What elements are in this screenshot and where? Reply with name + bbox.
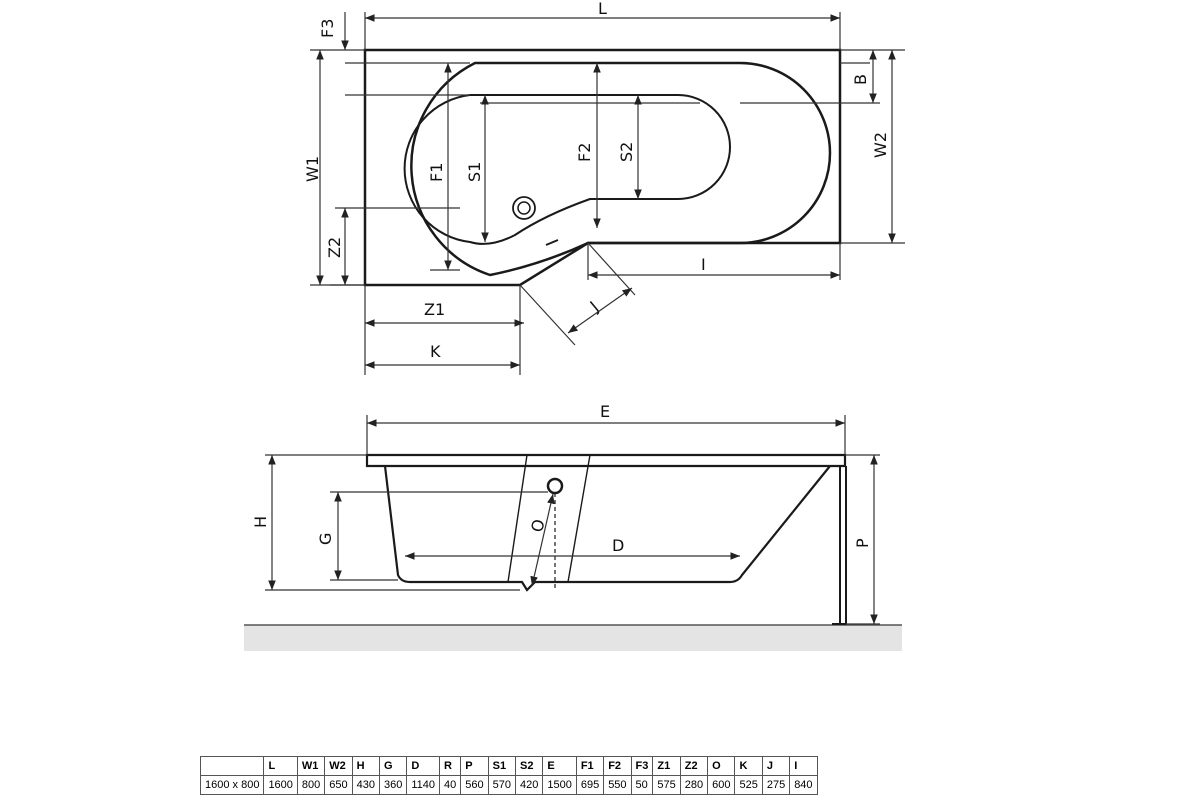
elevation-dimensions — [265, 415, 880, 625]
spec-header-cell: H — [351, 756, 381, 776]
plan-drain-inner — [517, 201, 531, 215]
spec-cell: 560 — [460, 775, 489, 795]
spec-cell: 50 — [630, 775, 654, 795]
spec-header-cell: P — [460, 756, 489, 776]
spec-header-cell: S1 — [487, 756, 516, 776]
spec-header-cell: R — [439, 756, 462, 776]
label-S1: S1 — [465, 162, 484, 182]
label-Z1: Z1 — [424, 300, 445, 319]
label-F3: F3 — [318, 19, 337, 38]
elevation-dimension-labels: E H G O D P — [251, 402, 872, 555]
label-Z2: Z2 — [325, 237, 344, 258]
label-W2: W2 — [871, 132, 890, 158]
elevation-overflow-circle — [546, 477, 564, 495]
dim-line-O — [530, 493, 555, 587]
elevation-rim — [365, 453, 847, 468]
spec-header-cell: F3 — [630, 756, 654, 776]
spec-cell: 550 — [603, 775, 632, 795]
spec-header-cell: L — [263, 756, 298, 776]
label-J: J — [586, 297, 603, 315]
spec-header-cell: I — [789, 756, 818, 776]
spec-header-cell: W2 — [324, 756, 353, 776]
label-K: K — [430, 342, 441, 361]
label-I: I — [701, 255, 706, 274]
spec-header-cell: Z2 — [679, 756, 709, 776]
spec-cell: 650 — [324, 775, 353, 795]
plan-inner-bowl — [403, 94, 731, 245]
floor — [244, 625, 902, 651]
elevation-tub-body — [383, 465, 831, 592]
spec-cell: 420 — [514, 775, 544, 795]
spec-cell: 525 — [734, 775, 763, 795]
label-O: O — [527, 518, 548, 534]
spec-table-row: 1600 x 800 1600 800 650 430 360 1140 40 … — [199, 775, 818, 795]
spec-cell: 600 — [707, 775, 736, 795]
spec-cell: 360 — [378, 775, 408, 795]
spec-cell: 1600 x 800 — [199, 775, 265, 795]
spec-header-cell: O — [707, 756, 736, 776]
spec-header-cell: G — [378, 756, 408, 776]
spec-cell: 40 — [439, 775, 462, 795]
spec-header-cell: K — [734, 756, 763, 776]
spec-cell: 1500 — [542, 775, 577, 795]
plan-drain-outer — [512, 196, 536, 220]
label-D: D — [612, 536, 624, 555]
spec-cell: 575 — [652, 775, 681, 795]
elevation-apron — [832, 466, 847, 625]
spec-table-header-row: L W1 W2 H G D R P S1 S2 E F1 F2 F3 Z1 Z2… — [199, 756, 818, 776]
label-B: B — [851, 74, 870, 85]
spec-header-cell: E — [542, 756, 577, 776]
plan-dimensions — [310, 12, 905, 375]
spec-table: L W1 W2 H G D R P S1 S2 E F1 F2 F3 Z1 Z2… — [199, 756, 818, 795]
spec-header-cell: W1 — [296, 756, 326, 776]
label-H: H — [251, 516, 270, 528]
spec-header-cell: S2 — [514, 756, 544, 776]
bathtub-technical-drawing: L F3 W1 W2 B F1 S1 F2 S2 Z2 Z1 K I J — [244, 0, 905, 651]
spec-cell: 1140 — [406, 775, 441, 795]
dim-line-J — [567, 287, 633, 334]
label-F2: F2 — [575, 143, 594, 162]
label-G: G — [316, 533, 335, 545]
spec-cell: 695 — [575, 775, 605, 795]
elevation-overflow-lines — [507, 454, 591, 583]
spec-header-cell — [199, 756, 265, 776]
label-W1: W1 — [303, 156, 322, 182]
spec-header-cell: Z1 — [652, 756, 681, 776]
spec-cell: 275 — [761, 775, 791, 795]
spec-cell: 800 — [296, 775, 326, 795]
label-P: P — [853, 538, 872, 548]
spec-header-cell: F2 — [603, 756, 632, 776]
spec-header-cell: J — [761, 756, 791, 776]
spec-cell: 570 — [487, 775, 516, 795]
label-E: E — [600, 402, 610, 421]
label-L: L — [598, 0, 607, 18]
spec-cell: 840 — [789, 775, 818, 795]
elevation-view — [365, 453, 847, 625]
spec-cell: 1600 — [263, 775, 298, 795]
spec-header-cell: F1 — [575, 756, 605, 776]
spec-cell: 280 — [679, 775, 709, 795]
spec-header-cell: D — [406, 756, 441, 776]
label-S2: S2 — [617, 142, 636, 162]
spec-cell: 430 — [351, 775, 381, 795]
label-F1: F1 — [427, 163, 446, 182]
plan-outer-bowl — [410, 61, 832, 277]
plan-overflow — [545, 239, 559, 246]
